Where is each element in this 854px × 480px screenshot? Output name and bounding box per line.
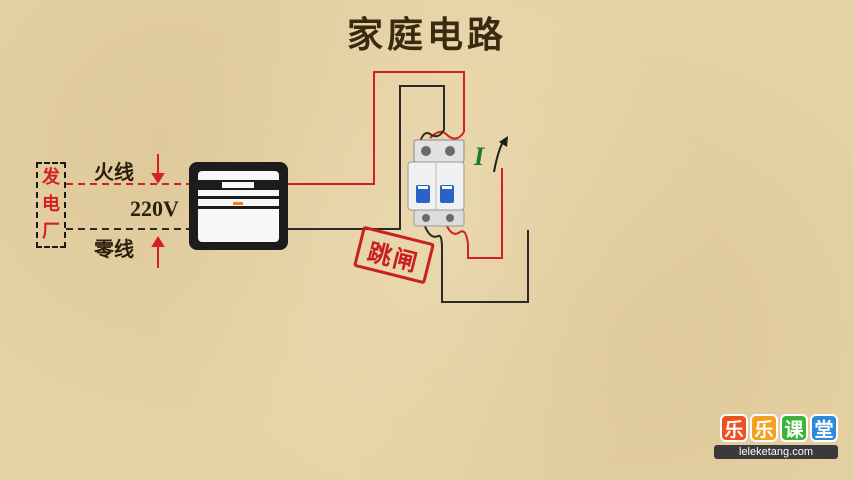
- power-plant-char: 电: [42, 193, 60, 215]
- page-title: 家庭电路: [346, 14, 507, 56]
- neutral-wire-label: 零线: [94, 237, 134, 261]
- live-arrow-icon: [151, 154, 165, 184]
- current-symbol: I: [474, 142, 485, 171]
- neutral-arrow-icon: [151, 236, 165, 268]
- power-plant-char: 发: [42, 166, 60, 188]
- electric-meter: [189, 162, 288, 250]
- current-arrow-icon: [493, 139, 505, 173]
- live-wire: [288, 71, 465, 185]
- neutral-wire: [288, 85, 445, 230]
- live-wire-label: 火线: [94, 160, 134, 184]
- logo-tile: 乐: [720, 414, 748, 442]
- breaker-switch-left: [416, 185, 430, 203]
- logo-tile: 乐: [750, 414, 778, 442]
- voltage-label: 220V: [130, 196, 179, 221]
- live-wire-kink: [429, 130, 465, 140]
- live-wire-out: [467, 168, 503, 259]
- brand-logo[interactable]: 乐 乐 课 堂 leleketang.com: [714, 414, 838, 459]
- logo-tile: 堂: [810, 414, 838, 442]
- breaker-switch-right: [440, 185, 454, 203]
- power-plant-char: 厂: [42, 221, 60, 243]
- logo-tile: 课: [780, 414, 808, 442]
- neutral-wire-out: [441, 230, 529, 303]
- power-plant-box: 发 电 厂: [36, 162, 66, 248]
- circuit-breaker: [407, 139, 465, 227]
- logo-url: leleketang.com: [714, 445, 838, 459]
